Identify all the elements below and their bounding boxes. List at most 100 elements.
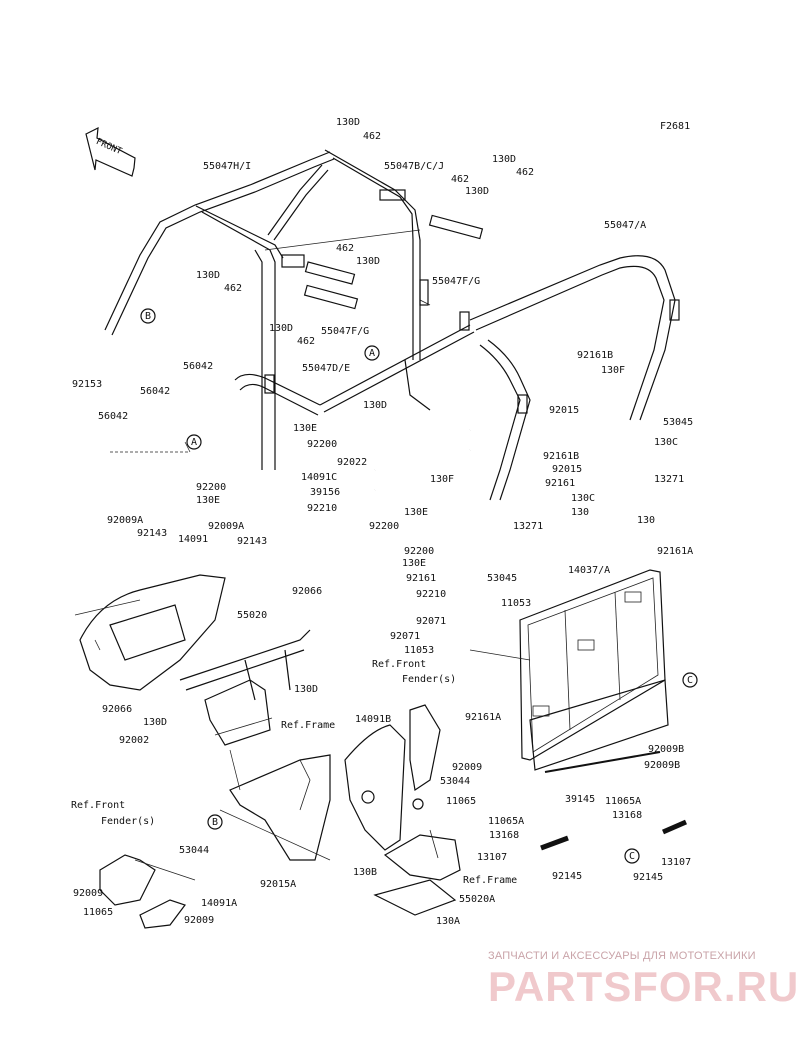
callout: 92071 xyxy=(416,616,447,627)
callout: 92022 xyxy=(337,457,368,468)
ref-c-letter: C xyxy=(687,675,694,686)
callout: 130D xyxy=(269,323,294,334)
callout: Ref.Front xyxy=(372,659,427,670)
ref-b-letter: B xyxy=(145,311,152,322)
callout: 92009 xyxy=(452,762,483,773)
callout: 53044 xyxy=(440,776,471,787)
callout: 53044 xyxy=(179,845,210,856)
callout: 11065A xyxy=(488,816,525,827)
callout: Fender(s) xyxy=(101,816,156,827)
callout: 92145 xyxy=(552,871,583,882)
callout: 39156 xyxy=(310,487,341,498)
ref-marker-a-icon xyxy=(364,345,380,361)
callout: 14091 xyxy=(178,534,209,545)
callout: 130D xyxy=(363,400,388,411)
ref-marker-b2-icon xyxy=(207,814,223,830)
callout: 13271 xyxy=(513,521,544,532)
figure-code: F2681 xyxy=(660,121,691,132)
callout: 92009 xyxy=(73,888,104,899)
mud-flap-14091A xyxy=(99,854,196,929)
callout: Ref.Frame xyxy=(463,875,518,886)
callout: 92161A xyxy=(465,712,502,723)
callout: 130D xyxy=(294,684,319,695)
callout: 130D xyxy=(196,270,221,281)
callout: 92009 xyxy=(184,915,215,926)
callout: 13271 xyxy=(654,474,685,485)
callout: 92009B xyxy=(644,760,681,771)
skid-55020A xyxy=(373,829,461,916)
ref-marker-a2-icon xyxy=(186,434,202,450)
callout: 92200 xyxy=(404,546,435,557)
callout: 92153 xyxy=(72,379,103,390)
callout: 92143 xyxy=(137,528,168,539)
callout: 92161B xyxy=(543,451,580,462)
callout: 92161 xyxy=(545,478,576,489)
callout: 92009B xyxy=(648,744,685,755)
front-guard-14091 xyxy=(74,574,226,691)
callout: 11053 xyxy=(404,645,435,656)
callout: 130E xyxy=(402,558,427,569)
callout: 462 xyxy=(224,283,243,294)
callout: 92066 xyxy=(292,586,323,597)
callout: 92161A xyxy=(657,546,694,557)
callout: 92071 xyxy=(390,631,421,642)
callout: 462 xyxy=(363,131,382,142)
callout: 92161B xyxy=(577,350,614,361)
callout: 39145 xyxy=(565,794,596,805)
callout: 130F xyxy=(430,474,455,485)
callout: 11053 xyxy=(501,598,532,609)
callout: 92143 xyxy=(237,536,268,547)
callout: 130E xyxy=(196,495,221,506)
callout: 462 xyxy=(297,336,316,347)
callout: 92210 xyxy=(307,503,338,514)
callout: 13107 xyxy=(661,857,692,868)
ref-marker-b-icon xyxy=(140,308,156,324)
callout: 92015 xyxy=(552,464,583,475)
callout: 130E xyxy=(293,423,318,434)
mud-flap-14091B xyxy=(344,704,441,851)
ref-a2-letter: A xyxy=(191,437,198,448)
callout: 130 xyxy=(571,507,590,518)
callout: 130E xyxy=(404,507,429,518)
callout: 13107 xyxy=(477,852,508,863)
callout: 92200 xyxy=(307,439,338,450)
callout: 55047B/C/J xyxy=(384,161,445,172)
callout: Ref.Frame xyxy=(281,720,336,731)
callout: 55047F/G xyxy=(321,326,370,337)
callout: 462 xyxy=(336,243,355,254)
callout: 11065 xyxy=(83,907,114,918)
ref-marker-c-icon xyxy=(682,672,698,688)
callout: 92210 xyxy=(416,589,447,600)
callout: 92145 xyxy=(633,872,664,883)
ref-marker-c2-icon xyxy=(624,848,640,864)
callout: 130 xyxy=(637,515,656,526)
watermark-logo: PARTSFOR.RU xyxy=(488,963,800,1010)
callout: 14037/A xyxy=(568,565,611,576)
callout: 92015 xyxy=(549,405,580,416)
callout: 53045 xyxy=(663,417,694,428)
watermark-tagline: ЗАПЧАСТИ И АКСЕССУАРЫ ДЛЯ МОТОТЕХНИКИ xyxy=(488,950,756,962)
callout: 462 xyxy=(451,174,470,185)
callout: 92002 xyxy=(119,735,150,746)
ref-a-letter: A xyxy=(369,348,376,359)
callout: 130D xyxy=(143,717,168,728)
callout: 92009A xyxy=(107,515,144,526)
callout: 130C xyxy=(571,493,596,504)
callout: 53045 xyxy=(487,573,518,584)
callout: Ref.Front xyxy=(71,800,126,811)
callout: 11065A xyxy=(605,796,642,807)
callout: 130B xyxy=(353,867,378,878)
callout: Fender(s) xyxy=(402,674,457,685)
callout: 130F xyxy=(601,365,626,376)
callout: 14091B xyxy=(355,714,392,725)
callout: 55047D/E xyxy=(302,363,351,374)
callout: 55020A xyxy=(459,894,496,905)
callout: 14091C xyxy=(301,472,338,483)
callout: 55047F/G xyxy=(432,276,481,287)
callout: 92066 xyxy=(102,704,133,715)
callout: 13168 xyxy=(612,810,643,821)
callout: 55047H/I xyxy=(203,161,252,172)
callout: 130D xyxy=(492,154,517,165)
callout: 130A xyxy=(436,916,461,927)
